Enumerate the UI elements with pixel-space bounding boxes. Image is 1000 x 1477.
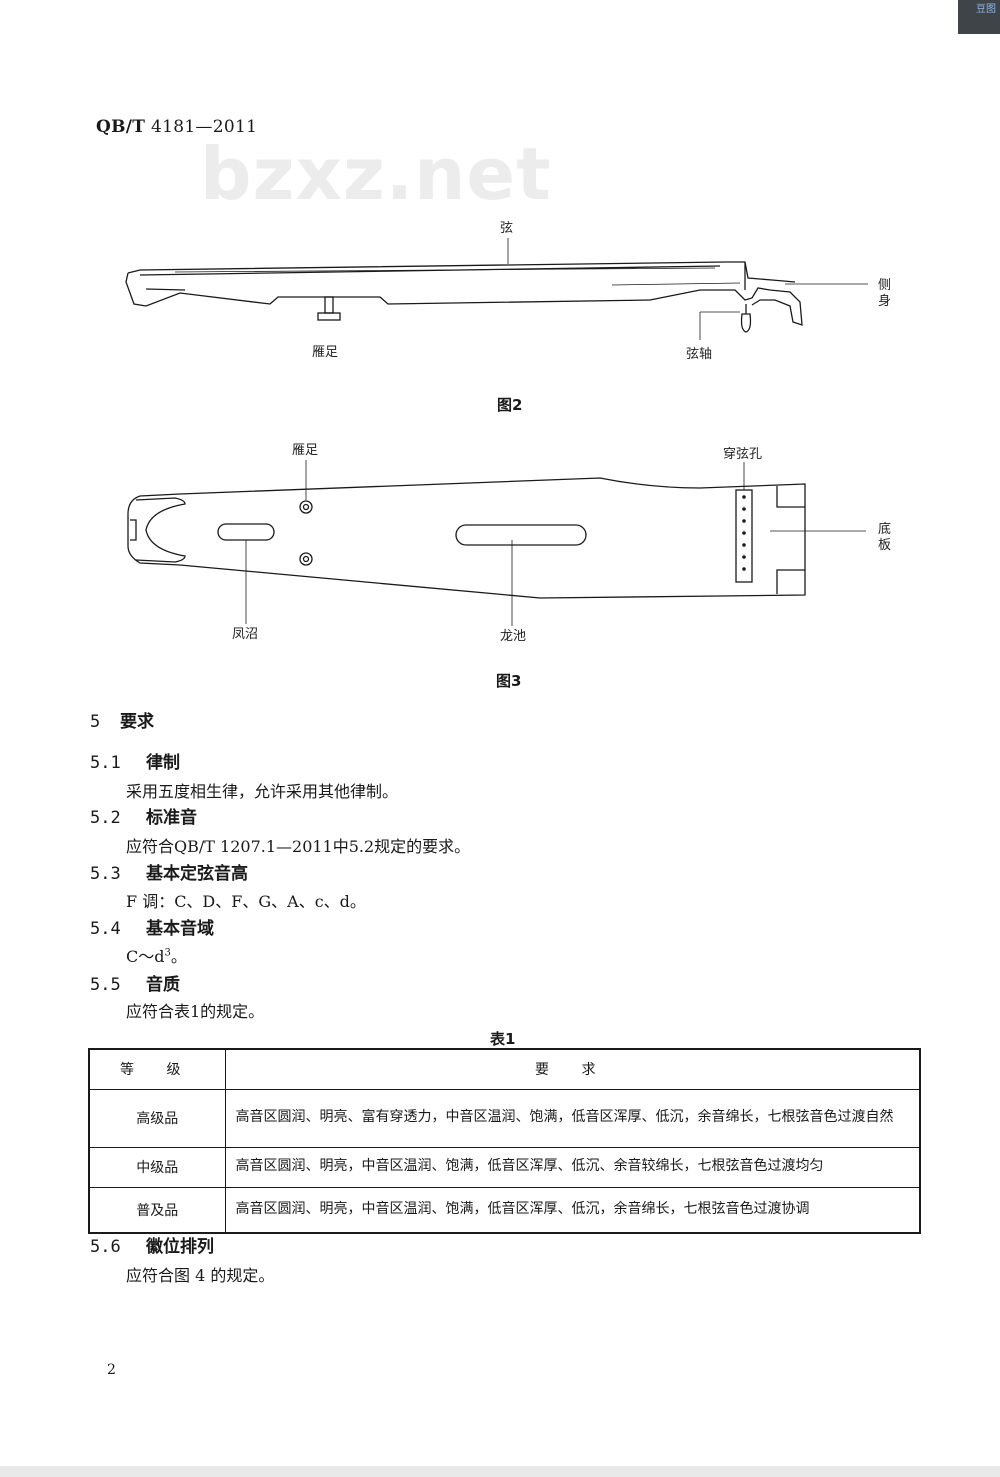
table-row: 中级品 高音区圆润、明亮，中音区温润、饱满，低音区浑厚、低沉、余音较绵长，七根弦… <box>88 1146 921 1188</box>
fig3-label-bottom-top: 底 <box>878 521 891 537</box>
requirements-table: 等 级 要 求 高级品 高音区圆润、明亮、富有穿透力，中音区温润、饱满，低音区浑… <box>88 1048 921 1234</box>
range-text: C～d <box>126 947 165 966</box>
section-5-3-body: F 调：C、D、F、G、A、c、d。 <box>126 892 366 911</box>
section-5-2-heading: 5.2 标准音 <box>90 803 197 828</box>
section-number: 5.1 <box>90 753 121 773</box>
section-title: 基本音域 <box>146 919 214 939</box>
section-5-3-heading: 5.3 基本定弦音高 <box>90 859 248 884</box>
document-header: QB/T 4181—2011 <box>96 117 257 137</box>
section-5-1-body: 采用五度相生律，允许采用其他律制。 <box>126 782 399 801</box>
table-cell-grade: 高级品 <box>88 1088 226 1148</box>
section-5-4-heading: 5.4 基本音域 <box>90 914 214 939</box>
section-5-2-body: 应符合QB/T 1207.1—2011中5.2规定的要求。 <box>126 837 471 856</box>
section-5-5-body: 应符合表1的规定。 <box>126 1002 265 1021</box>
table-header-grade: 等 级 <box>88 1048 226 1090</box>
table-cell-grade: 中级品 <box>88 1146 226 1188</box>
fig3-label-bridge-foot: 雁足 <box>292 443 318 458</box>
table-cell-requirement: 高音区圆润、明亮，中音区温润、饱满，低音区浑厚、低沉、余音较绵长，七根弦音色过渡… <box>224 1146 921 1188</box>
range-superscript: 3 <box>164 947 171 959</box>
table-cell-grade: 普及品 <box>88 1186 226 1234</box>
section-title: 基本定弦音高 <box>146 864 248 884</box>
corner-button-label: 豆图 <box>976 4 996 15</box>
fig3-label-holes: 穿弦孔 <box>723 446 762 462</box>
figure3-diagram: 雁足 穿弦孔 底 板 凤沼 龙池 <box>127 443 891 644</box>
section-title: 律制 <box>146 753 180 773</box>
section-title: 徽位排列 <box>146 1237 214 1257</box>
section-5-5-heading: 5.5 音质 <box>90 970 180 995</box>
table-header-row: 等 级 要 求 <box>88 1048 921 1090</box>
section-number: 5.3 <box>90 864 121 884</box>
section-5-6-body: 应符合图 4 的规定。 <box>126 1266 275 1285</box>
section-5-6-heading: 5.6 徽位排列 <box>90 1232 214 1257</box>
page-number: 2 <box>107 1362 116 1378</box>
table-cell-requirement: 高音区圆润、明亮、富有穿透力，中音区温润、饱满，低音区浑厚、低沉，余音绵长，七根… <box>224 1088 921 1148</box>
fig2-label-string: 弦 <box>500 220 513 236</box>
section-5-4-body: C～d3。 <box>126 943 187 967</box>
watermark: bzxz.net <box>200 132 552 216</box>
fig3-label-dragon: 龙池 <box>500 629 526 644</box>
section-5-1-heading: 5.1 律制 <box>90 748 180 773</box>
section-number: 5.4 <box>90 919 121 939</box>
fig2-label-bridge-foot: 雁足 <box>312 345 338 360</box>
section-title: 音质 <box>146 975 180 995</box>
fig2-label-axle: 弦轴 <box>686 346 712 362</box>
fig3-label-bottom-bottom: 板 <box>878 538 891 553</box>
section-number: 5.6 <box>90 1237 121 1257</box>
table-row: 高级品 高音区圆润、明亮、富有穿透力，中音区温润、饱满，低音区浑厚、低沉，余音绵… <box>88 1088 921 1148</box>
table1-caption: 表1 <box>490 1030 516 1048</box>
section-title: 标准音 <box>146 808 197 828</box>
figure3-caption: 图3 <box>496 672 522 690</box>
section-title: 要求 <box>120 712 154 732</box>
section-number: 5.5 <box>90 975 121 995</box>
table-cell-requirement: 高音区圆润、明亮，中音区温润、饱满，低音区浑厚、低沉，余音绵长，七根弦音色过渡协… <box>224 1186 921 1234</box>
section-number: 5.2 <box>90 808 121 828</box>
figure2-diagram: 弦 侧 身 雁足 弦轴 <box>125 220 891 362</box>
page-bottom-edge <box>0 1466 1000 1477</box>
table-row: 普及品 高音区圆润、明亮，中音区温润、饱满，低音区浑厚、低沉，余音绵长，七根弦音… <box>88 1186 921 1234</box>
section-number: 5 <box>90 712 101 732</box>
fig3-label-phoenix: 凤沼 <box>232 627 258 642</box>
standard-code: QB/T <box>96 117 146 137</box>
figure2-caption: 图2 <box>497 396 523 414</box>
range-end: 。 <box>170 947 187 966</box>
standard-number: 4181—2011 <box>150 117 258 137</box>
table-header-requirement: 要 求 <box>224 1048 921 1090</box>
corner-button[interactable]: 豆图 <box>958 0 1000 34</box>
fig2-label-side-bottom: 身 <box>878 293 891 309</box>
section-5-heading: 5 要求 <box>90 707 154 732</box>
fig2-label-side-top: 侧 <box>878 278 891 293</box>
